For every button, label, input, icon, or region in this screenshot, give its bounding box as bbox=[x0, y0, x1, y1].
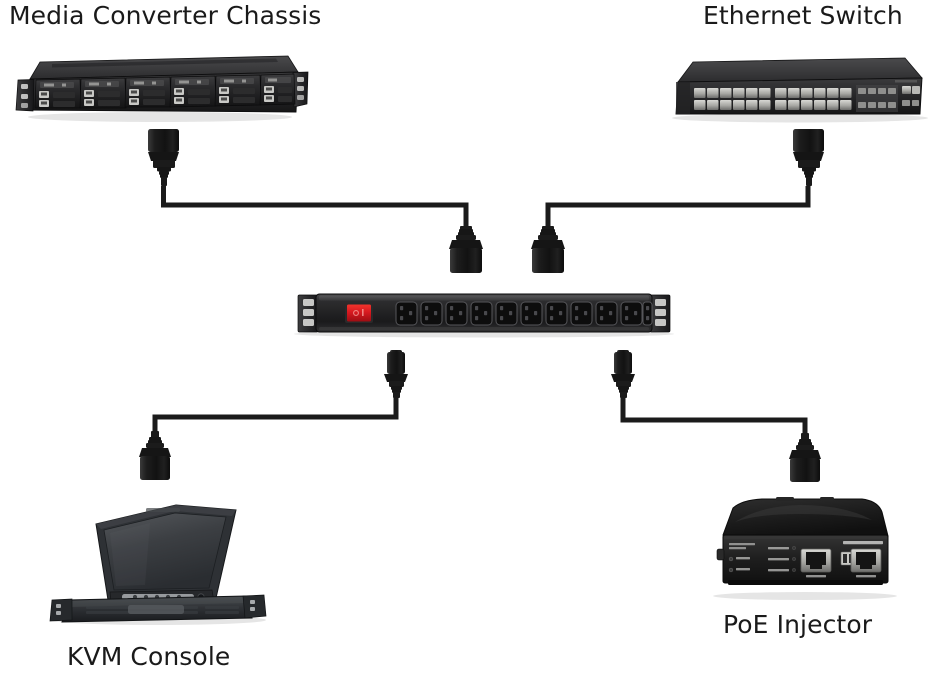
pdu-right-rack-ear bbox=[649, 294, 671, 333]
device-rack-pdu[interactable] bbox=[294, 293, 674, 338]
connector-ethernet-switch bbox=[793, 129, 824, 186]
label-kvm-console: KVM Console bbox=[67, 642, 231, 671]
media-converter-modules bbox=[34, 73, 296, 109]
pdu-power-switch[interactable] bbox=[345, 303, 373, 323]
connector-pdu-outlet-left bbox=[384, 350, 408, 398]
label-ethernet-switch: Ethernet Switch bbox=[703, 1, 903, 30]
cable-pdu-to-poe-injector bbox=[620, 397, 808, 434]
pdu-outlets[interactable] bbox=[395, 301, 653, 326]
connector-pdu-inlet-right bbox=[531, 226, 565, 273]
poe-data-port[interactable] bbox=[850, 548, 882, 578]
cable-ethernet-switch-to-pdu bbox=[545, 186, 811, 226]
cable-media-converter-to-pdu bbox=[161, 186, 469, 226]
poe-led-indicators bbox=[728, 556, 750, 573]
poe-mode-labels bbox=[768, 546, 796, 572]
switch-rj45-ports bbox=[694, 88, 852, 110]
cable-pdu-to-kvm-console bbox=[152, 397, 399, 432]
poe-brand-logo bbox=[843, 541, 883, 545]
label-media-converter-chassis: Media Converter Chassis bbox=[9, 1, 322, 30]
switch-sfp-ports bbox=[856, 85, 898, 112]
connector-media-converter bbox=[148, 129, 179, 186]
cable-layer bbox=[152, 186, 811, 434]
device-ethernet-switch[interactable] bbox=[672, 57, 928, 123]
connector-pdu-inlet-left bbox=[449, 226, 483, 273]
kvm-rack-ears bbox=[49, 594, 267, 622]
poe-model-silkscreen bbox=[729, 543, 755, 550]
poe-power-port[interactable] bbox=[800, 548, 832, 578]
switch-uplink-ports bbox=[902, 86, 920, 106]
connector-kvm-console bbox=[139, 431, 171, 480]
device-media-converter-chassis[interactable] bbox=[15, 55, 309, 122]
connector-pdu-outlet-right bbox=[611, 350, 635, 398]
device-poe-injector[interactable] bbox=[713, 497, 897, 600]
label-poe-injector: PoE Injector bbox=[723, 610, 873, 639]
device-kvm-console[interactable] bbox=[49, 504, 267, 625]
pdu-left-rack-ear bbox=[297, 294, 319, 333]
connector-poe-injector bbox=[789, 433, 821, 482]
